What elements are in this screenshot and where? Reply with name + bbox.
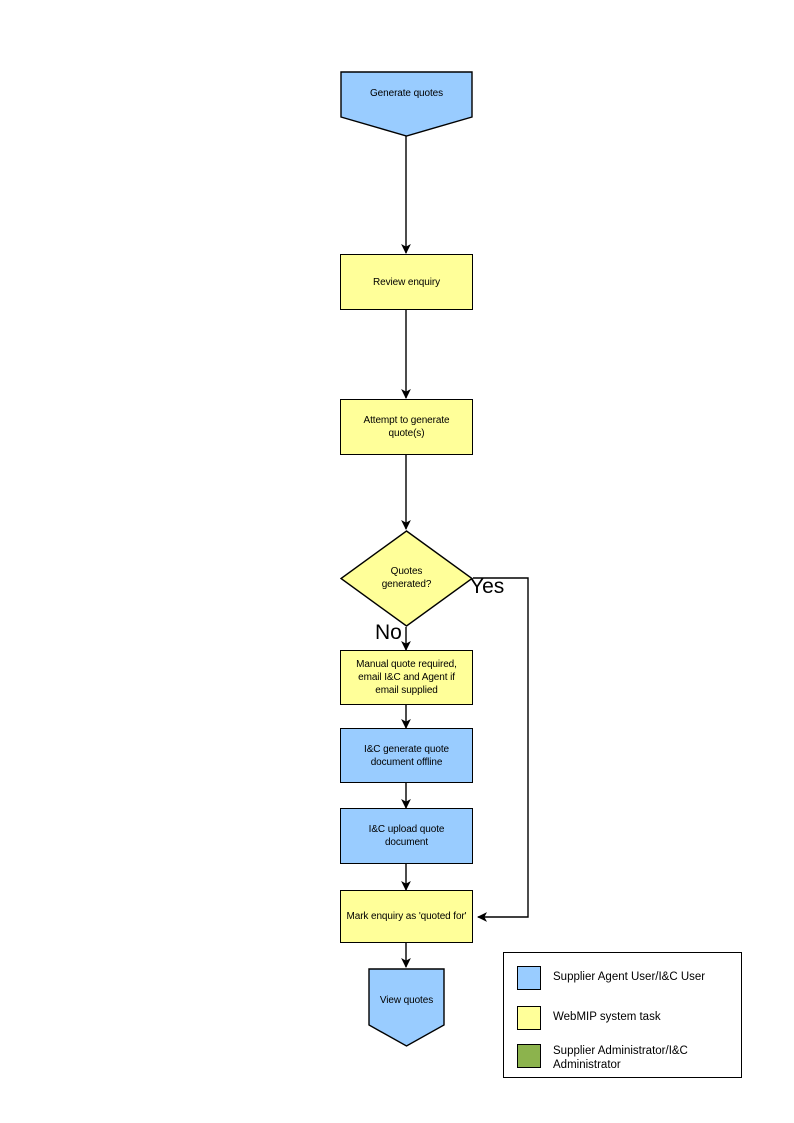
node-attempt-generate-quotes[interactable]: Attempt to generate quote(s): [340, 399, 473, 455]
node-label: Attempt to generate quote(s): [363, 415, 450, 439]
node-label: Generate quotes: [370, 88, 443, 99]
legend-item-system: WebMIP system task: [517, 1006, 661, 1030]
node-label: Manual quote required, email I&C and Age…: [356, 659, 457, 696]
node-ic-generate-quote-document[interactable]: I&C generate quote document offline: [340, 728, 473, 783]
node-view-quotes[interactable]: View quotes: [368, 968, 445, 1047]
legend-label: Supplier Agent User/I&C User: [553, 971, 706, 983]
edge-label-yes: Yes: [470, 575, 505, 598]
legend-item-user: Supplier Agent User/I&C User: [517, 966, 705, 990]
node-ic-upload-quote-document[interactable]: I&C upload quote document: [340, 808, 473, 864]
node-label: Mark enquiry as 'quoted for': [346, 911, 467, 922]
diamond-shape: [340, 530, 473, 627]
edge-label-no: No: [375, 621, 402, 644]
legend-swatch-blue: [517, 966, 541, 990]
node-mark-enquiry-quoted-for[interactable]: Mark enquiry as 'quoted for': [340, 890, 473, 943]
legend-swatch-green: [517, 1044, 541, 1068]
node-manual-quote-required[interactable]: Manual quote required, email I&C and Age…: [340, 650, 473, 705]
legend-label: WebMIP system task: [553, 1011, 661, 1023]
node-generate-quotes[interactable]: Generate quotes: [340, 71, 473, 137]
legend-item-admin: Supplier Administrator/I&C Administrator: [517, 1044, 688, 1072]
node-label: Quotes generated?: [381, 566, 432, 590]
node-review-enquiry[interactable]: Review enquiry: [340, 254, 473, 310]
pentagon-shape: [368, 968, 445, 1047]
legend: Supplier Agent User/I&C User WebMIP syst…: [503, 952, 742, 1078]
node-label: View quotes: [379, 995, 434, 1006]
legend-swatch-yellow: [517, 1006, 541, 1030]
node-label: I&C upload quote document: [368, 824, 445, 848]
node-quotes-generated-decision[interactable]: Quotes generated?: [340, 530, 473, 627]
legend-label: Supplier Administrator/I&C Administrator: [553, 1045, 688, 1071]
node-label: Review enquiry: [373, 276, 440, 288]
node-label: I&C generate quote document offline: [364, 743, 449, 768]
pentagon-shape: [340, 71, 473, 137]
